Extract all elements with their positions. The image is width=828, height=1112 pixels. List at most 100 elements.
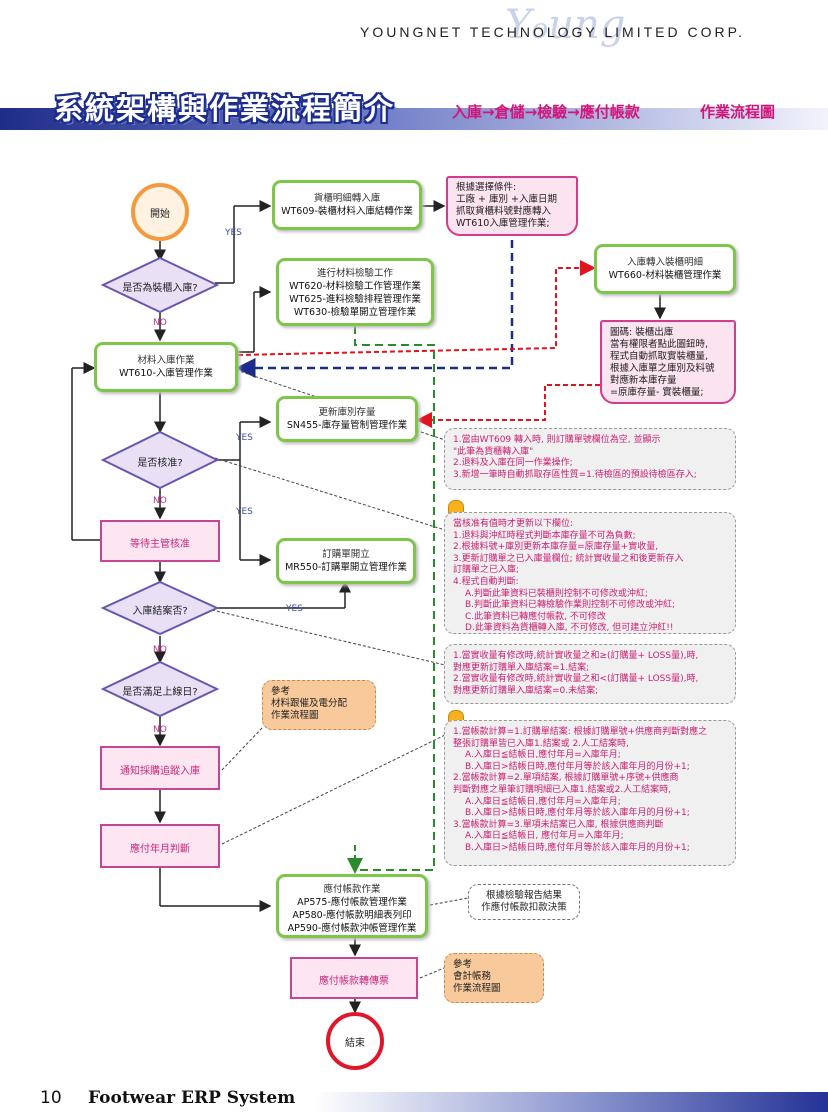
label-yes-approve-2: YES (236, 507, 253, 517)
note-4-line: 判斷對應之單筆訂購明細已入庫1.結案或2.人工結案時, (453, 784, 672, 795)
ref-line: 參考 (271, 686, 291, 697)
end-shape (326, 1012, 384, 1070)
inspection-program-3: WT630-檢驗單開立管理作業 (293, 307, 417, 318)
material-in-title: 材料入庫作業 (137, 355, 195, 366)
notify-box: 通知採購追蹤入庫 (100, 746, 220, 790)
note-1-line: 2.退料及入庫在同一作業操作; (453, 458, 573, 469)
select-cond-line-2: 工廠 + 庫別 +入庫日期 (456, 194, 557, 205)
gray-note-line: 作應付帳款扣款決策 (481, 902, 567, 913)
note-4-line: A.入庫日≦結帳日, 應付年月=入庫年月; (465, 831, 624, 842)
payable-title: 應付帳款作業 (323, 884, 381, 895)
company-name: YOUNGNET TECHNOLOGY LIMITED CORP. (360, 24, 746, 40)
note-4-line: 整張訂購單皆已入庫1.結案或 2.人工結案時, (453, 738, 629, 749)
stock-update-box: 更新庫別存量 SN455-庫存量管制管理作業 (276, 396, 418, 442)
payment-voucher-box: 應付帳款轉傳票 (290, 957, 418, 999)
note-1-line: "此筆為貨櫃轉入庫" (453, 446, 534, 457)
pic-note-line-3: 程式自動抓取實裝櫃量, (610, 351, 709, 362)
inspection-program-1: WT620-材料檢驗工作管理作業 (289, 281, 421, 292)
label-yes-import: YES (225, 228, 242, 238)
page-title: 系統架構與作業流程簡介 (54, 92, 396, 126)
select-cond-line-3: 抓取貨櫃料號對應轉入 (456, 206, 552, 217)
end-label: 結束 (345, 1038, 365, 1049)
note-4-line: B.入庫日>結帳日時,應付年月等於該入庫年月的月份+1; (465, 808, 690, 819)
inspection-deduction-note: 根據檢驗報告結果 作應付帳款扣款決策 (468, 884, 580, 920)
select-cond-line-4: WT610入庫管理作業; (456, 218, 550, 229)
pic-note-line-4: 根據入庫單之庫別及料號 (610, 363, 715, 374)
cargo-detail-box: 貨櫃明細轉入庫 WT609-裝櫃材料入庫結轉作業 (272, 180, 422, 230)
payable-program-2: AP580-應付帳款明細表列印 (292, 910, 412, 921)
ref-line: 材料跟催及電分配 (271, 698, 348, 709)
decision-approve-shape (100, 430, 220, 490)
note-1-line: 1.當由WT609 轉入時, 則訂購單號欄位為空, 並顯示 (453, 435, 661, 445)
page-number: 10 (40, 1088, 62, 1108)
gray-note-line: 根據檢驗報告結果 (485, 890, 562, 901)
note-2-line: 3.更新訂購單之已入庫量欄位; 統計實收量之和後更新存入 (453, 553, 684, 564)
inspection-program-2: WT625-進料檢驗排程管理作業 (289, 294, 421, 305)
select-cond-line-1: 根據選擇條件: (456, 182, 517, 193)
note-3-line: 對應更新訂購單入庫結案=0.未結案; (453, 685, 599, 696)
ref-line: 參考 (453, 959, 473, 970)
decision-approve: 是否核准? (137, 458, 183, 469)
label-no-approve: NO (153, 496, 167, 506)
note-2: 當核准有值時才更新以下欄位: 1.退料與沖紅時程式判斷本庫存量不可為負數; 2.… (444, 512, 736, 634)
note-4: 1.當帳款計算=1.訂購單結案: 根據訂購單號+供應商判斷對應之 整張訂購單皆已… (444, 720, 736, 866)
note-2-line: 訂購單之已入庫; (453, 565, 520, 576)
pic-note-line-2: 當有權限者點此圖鈕時, (610, 339, 709, 350)
decision-import: 是否為裝櫃入庫? (122, 283, 198, 294)
ref-accounting-flow: 參考 會計帳務 作業流程圖 (444, 953, 544, 1003)
decision-upper-shape (100, 660, 220, 718)
payable-program-1: AP575-應付帳款管理作業 (297, 897, 407, 908)
note-2-line: 2.根據料號+庫別更新本庫存量=原庫存量+實收量, (453, 542, 659, 553)
cargo-detail-program: WT609-裝櫃材料入庫結轉作業 (281, 206, 413, 217)
po-open-box: 訂購單開立 MR550-訂購單開立管理作業 (276, 538, 416, 584)
note-2-line: 1.退料與沖紅時程式判斷本庫存量不可為負數; (453, 530, 636, 541)
select-condition-box: 根據選擇條件: 工廠 + 庫別 +入庫日期 抓取貨櫃料號對應轉入 WT610入庫… (446, 176, 578, 236)
pic-note-line-1: 圖碼: 裝櫃出庫 (610, 327, 674, 338)
po-open-title: 訂購單開立 (322, 549, 370, 560)
note-4-line: B.入庫日>結帳日時,應付年月等於該入庫年月的月份+1; (465, 842, 690, 853)
inspection-title: 進行材料檢驗工作 (316, 268, 393, 279)
ref-line: 會計帳務 (453, 971, 492, 982)
note-3: 1.當實收量有修改時,統計實收量之和≥(訂購量+ LOSS量),時, 對應更新訂… (444, 644, 736, 704)
decision-close-shape (100, 580, 220, 636)
label-yes-close: YES (286, 604, 303, 614)
payable-program-3: AP590-應付帳款沖帳管理作業 (287, 923, 417, 934)
note-4-line: B.入庫日>結帳日時,應付年月等於該入庫年月的月份+1; (465, 761, 690, 772)
note-3-line: 2.當實收量有修改時,統計實收量之和<(訂購量+ LOSS量),時, (453, 674, 699, 685)
header-bar (0, 108, 828, 130)
note-2-line: C.此筆資料已轉應付帳款, 不可修改 (465, 611, 606, 622)
ref-material-flow: 參考 材料跟催及電分配 作業流程圖 (262, 680, 376, 730)
pic-note-line-6: =原庫存量- 實裝櫃量; (610, 387, 704, 398)
footer-bar (0, 1092, 828, 1112)
note-3-line: 1.當實收量有修改時,統計實收量之和≥(訂購量+ LOSS量),時, (453, 651, 699, 661)
note-2-line: A.判斷此筆資料已裝櫃則控制不可修改或沖紅; (465, 588, 648, 599)
watermark-logo-icon: Young (505, 2, 626, 48)
note-4-line: 3.當帳款計算=3.單項未結案已入庫, 根據供應商判斷 (453, 819, 664, 830)
material-in-program: WT610-入庫管理作業 (119, 368, 213, 379)
decision-import-shape (100, 256, 220, 314)
po-open-program: MR550-訂購單開立管理作業 (285, 562, 407, 573)
page-subtitle-suffix: 作業流程圖 (700, 103, 776, 121)
material-in-box: 材料入庫作業 WT610-入庫管理作業 (94, 342, 238, 392)
note-2-line: 當核准有值時才更新以下欄位: (453, 519, 574, 529)
decision-upper: 是否滿足上線日? (122, 687, 198, 698)
stock-update-program: SN455-庫存量管制管理作業 (286, 420, 408, 431)
label-no-import: NO (153, 318, 167, 328)
note-2-line: D.此筆資料為貨櫃轉入庫, 不可修改, 但可建立沖紅!! (465, 623, 674, 634)
pic-note-line-5: 對應新本庫存量 (610, 375, 677, 386)
note-4-line: 2.當帳款計算=2.單項結案, 根據訂購單號+序號+供應商 (453, 773, 679, 784)
decision-close: 入庫結案否? (132, 606, 188, 617)
pic-note-box: 圖碼: 裝櫃出庫 當有權限者點此圖鈕時, 程式自動抓取實裝櫃量, 根據入庫單之庫… (600, 320, 736, 404)
label-no-upper: NO (153, 725, 167, 735)
ref-line: 作業流程圖 (271, 710, 319, 721)
note-1-line: 3.新增一筆時自動抓取存區性質=1.待檢區的預設待檢區存入; (453, 469, 697, 480)
label-no-close: NO (153, 645, 167, 655)
note-2-line: 4.程式自動判斷: (453, 576, 519, 587)
payment-month-box: 應付年月判斷 (100, 824, 220, 868)
note-3-line: 對應更新訂購單入庫結案=1.結案; (453, 662, 590, 673)
cargo-detail-title: 貨櫃明細轉入庫 (313, 193, 381, 204)
footer-title: Footwear ERP System (88, 1088, 296, 1108)
container-in-program: WT660-材料裝櫃管理作業 (608, 270, 722, 281)
stock-update-title: 更新庫別存量 (318, 407, 376, 418)
note-1: 1.當由WT609 轉入時, 則訂購單號欄位為空, 並顯示 "此筆為貨櫃轉入庫"… (444, 428, 736, 490)
